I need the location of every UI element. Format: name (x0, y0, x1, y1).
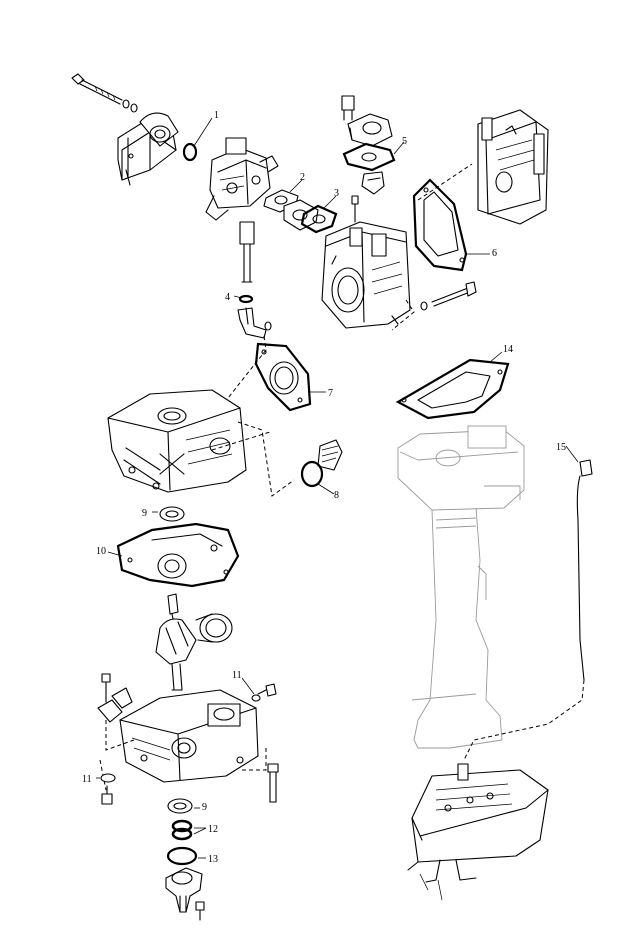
callout-3: 3 (334, 188, 339, 199)
cylinder-head (477, 109, 549, 225)
callout-9b: 9 (202, 802, 207, 813)
washer-11b (96, 773, 116, 783)
crankcase-gasket-10 (107, 522, 240, 588)
callout-8: 8 (334, 490, 339, 501)
callout-15: 15 (556, 442, 566, 453)
crankshaft (155, 593, 233, 691)
cylinder-block (321, 221, 411, 329)
oil-seal-9-lower (167, 798, 200, 814)
long-bolt (71, 73, 138, 113)
gasket-14 (395, 351, 510, 420)
crankcase-lower (119, 689, 259, 783)
assembly-lines-top (227, 163, 473, 399)
assembly-lines-mid (211, 421, 295, 497)
gasket-3 (300, 195, 338, 234)
callout-13: 13 (208, 854, 218, 865)
bolt-bottom (195, 901, 205, 921)
callout-11a: 11 (232, 670, 242, 681)
drive-shaft-housing-ghost (397, 425, 525, 749)
callout-1: 1 (214, 110, 219, 121)
cable-15 (463, 445, 593, 761)
callout-12: 12 (208, 824, 218, 835)
bolt-right (420, 281, 477, 311)
thermostat-cover (341, 95, 393, 147)
callout-11b: 11 (82, 774, 92, 785)
lower-unit (407, 763, 549, 901)
thermostat (361, 171, 385, 195)
governor-lever (97, 673, 133, 723)
head-gasket-6 (412, 178, 490, 272)
callout-10: 10 (96, 546, 106, 557)
gasket-5 (342, 141, 405, 172)
spacer-block (283, 199, 319, 231)
small-bolt-center (351, 195, 359, 223)
carburetor (205, 137, 279, 221)
gasket-1 (182, 117, 213, 162)
oil-seal-9-upper (152, 506, 185, 522)
bolt-bottom-right (267, 763, 279, 803)
drain-plug (317, 439, 343, 471)
callout-labels: 1 2 3 4 5 6 7 8 9 10 11 11 9 12 13 14 15 (82, 110, 566, 865)
callout-14: 14 (503, 344, 513, 355)
exhaust-gasket-7 (254, 342, 326, 412)
o-ring-13 (166, 846, 206, 866)
callout-5: 5 (402, 136, 407, 147)
intake-silencer (117, 112, 179, 186)
callout-4: 4 (225, 292, 230, 303)
o-ring-8 (300, 460, 335, 495)
crankcase-upper (107, 389, 247, 493)
bolt-bottom-left (101, 785, 113, 805)
o-ring-4 (233, 294, 254, 304)
callout-7: 7 (328, 388, 333, 399)
callout-6: 6 (492, 248, 497, 259)
callout-2: 2 (300, 172, 305, 183)
oil-pump-housing (165, 867, 203, 913)
callout-9a: 9 (142, 508, 147, 519)
seal-stack-12 (171, 819, 207, 841)
elbow-fitting (237, 307, 272, 339)
bolt-11a (241, 677, 277, 702)
fuel-strainer-tube (239, 221, 255, 283)
